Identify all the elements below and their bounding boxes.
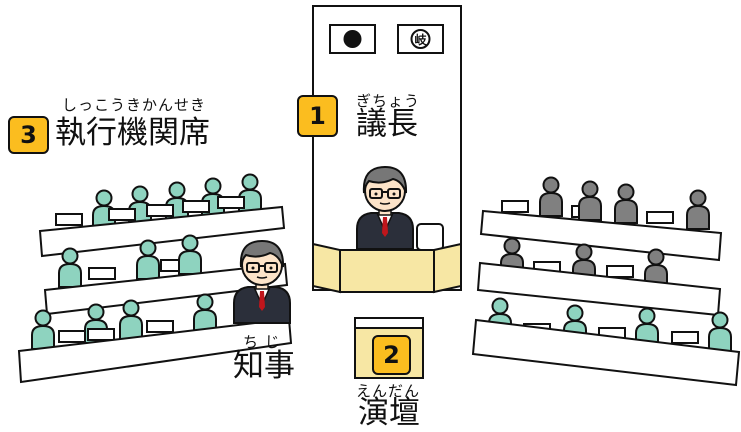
speaker-desk xyxy=(312,242,462,294)
governor-ruby: ち じ xyxy=(243,333,281,351)
left-row-3 xyxy=(17,293,293,384)
right-row-1 xyxy=(479,176,723,262)
speaker-number-badge: 1 xyxy=(297,95,338,137)
left-row-1 xyxy=(38,173,286,258)
chairman-paper xyxy=(416,223,444,251)
left-row-2 xyxy=(43,234,289,316)
podium-number-badge: 2 xyxy=(372,335,411,375)
executive-seat-label: 執行機関席 xyxy=(55,115,210,151)
prefecture-mark: 岐 xyxy=(414,32,427,47)
podium-ruby: えんだん xyxy=(356,382,421,400)
podium-label: 演壇 xyxy=(358,395,420,431)
right-row-3 xyxy=(471,297,741,387)
executive-seat-number-badge: 3 xyxy=(8,116,49,154)
governor-label: 知事 xyxy=(233,348,295,384)
executive-seat-ruby: しっこうきかんせき xyxy=(62,96,207,114)
speaker-ruby: ぎちょう xyxy=(356,92,421,110)
speaker-label: 議長 xyxy=(356,106,418,142)
left-seating xyxy=(17,173,293,384)
right-seating xyxy=(471,176,741,387)
black-circle-lamp-icon xyxy=(343,30,362,48)
